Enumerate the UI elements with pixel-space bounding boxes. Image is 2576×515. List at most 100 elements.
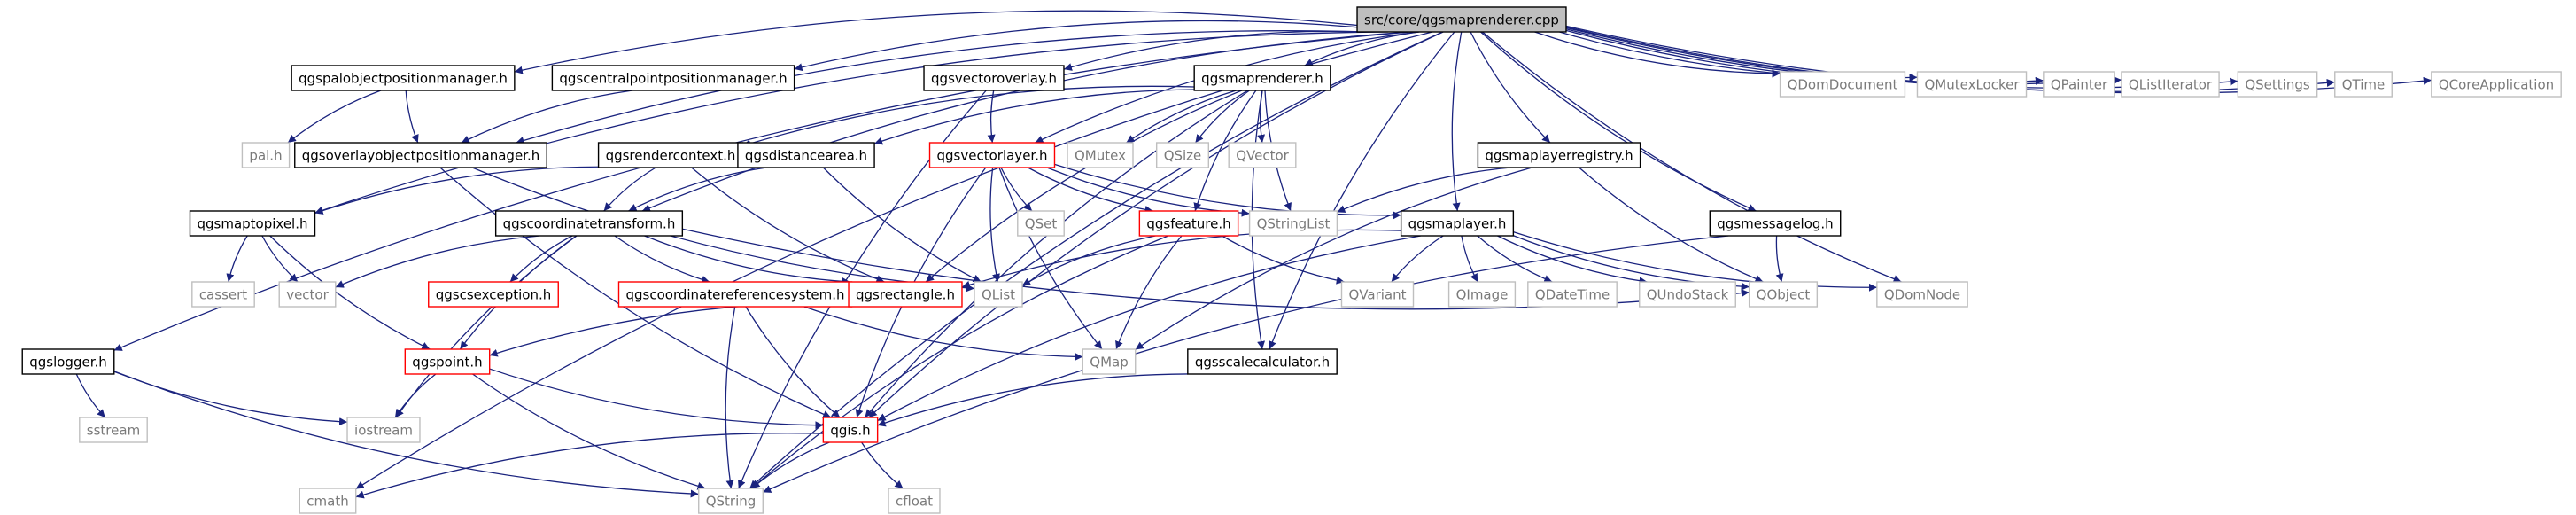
node-label: QImage [1456, 287, 1509, 303]
node-rectangle[interactable]: qgsrectangle.h [848, 281, 963, 308]
node-vectorlayer[interactable]: qgsvectorlayer.h [928, 142, 1056, 168]
edge-root-to-scalecalc [1269, 31, 1455, 350]
edge-coordtrans-to-iostream [395, 235, 578, 418]
node-label: QMutex [1075, 148, 1126, 164]
edge-coordrefsys-to-qgis [745, 306, 841, 418]
node-cmath: cmath [299, 488, 357, 514]
edge-rendercontext-to-coordtrans [603, 167, 656, 212]
edge-root-to-qdomnode [1482, 31, 1902, 283]
node-label: qgsrendercontext.h [606, 148, 736, 164]
edge-distancearea-to-qlist [822, 167, 982, 283]
node-logger[interactable]: qgslogger.h [21, 348, 115, 375]
node-label: qgsfeature.h [1146, 216, 1230, 232]
edge-maplayer-to-qdomnode [1513, 231, 1877, 292]
node-centralpt[interactable]: qgscentralpointpositionmanager.h [551, 65, 795, 91]
node-qstringlist: QStringList [1248, 210, 1338, 237]
node-maplayerreg[interactable]: qgsmaplayerregistry.h [1477, 142, 1641, 168]
node-label: cmath [306, 494, 348, 510]
edge-scalecalc-to-qgis [877, 373, 1188, 427]
node-label: QDomNode [1884, 287, 1960, 303]
node-csexception[interactable]: qgscsexception.h [428, 281, 559, 308]
edge-root-to-maplayer [1451, 31, 1463, 212]
edge-point-to-qgis [489, 368, 824, 430]
node-label: qgsmaptopixel.h [197, 216, 307, 232]
node-label: qgsmessagelog.h [1717, 216, 1833, 232]
edge-palobj-to-pal [287, 90, 382, 144]
node-palobj[interactable]: qgspalobjectpositionmanager.h [291, 65, 516, 91]
edge-root-to-qgis [868, 31, 1444, 418]
node-qmutexlocker: QMutexLocker [1916, 71, 2028, 98]
edge-qgis-to-cmath [355, 433, 824, 499]
node-qdomdocument: QDomDocument [1779, 71, 1906, 98]
node-vecoverlay[interactable]: qgsvectoroverlay.h [923, 65, 1065, 91]
edge-rendercontext-to-rectangle [691, 167, 885, 283]
node-coordtrans[interactable]: qgscoordinatetransform.h [494, 210, 684, 237]
node-cassert: cassert [191, 281, 255, 308]
node-label: QSet [1025, 216, 1058, 232]
edge-maprenderer-to-feature [1193, 90, 1257, 212]
node-label: vector [286, 287, 329, 303]
edge-centralpt-to-overlayobj [461, 90, 633, 144]
edge-maplayer-to-qgis [877, 235, 1421, 422]
node-label: QString [706, 494, 757, 510]
node-maptopixel[interactable]: qgsmaptopixel.h [189, 210, 316, 237]
node-maprenderer[interactable]: qgsmaprenderer.h [1193, 65, 1331, 91]
edge-vectorlayer-to-qlist [989, 167, 1000, 283]
edge-maplayerreg-to-qobject [1579, 167, 1764, 283]
node-label: qgscsexception.h [436, 287, 552, 303]
node-qset: QSet [1017, 210, 1065, 237]
edge-maprenderer-to-rectangle [925, 90, 1243, 283]
node-point[interactable]: qgspoint.h [404, 348, 491, 375]
node-qsettings: QSettings [2237, 71, 2318, 98]
node-label: qgsmaplayerregistry.h [1485, 148, 1633, 164]
node-label: cassert [199, 287, 247, 303]
node-scalecalc[interactable]: qgsscalecalculator.h [1187, 348, 1338, 375]
edge-vectorlayer-to-feature [1028, 167, 1153, 214]
node-messagelog[interactable]: qgsmessagelog.h [1709, 210, 1842, 237]
edge-maplayer-to-qvariant [1391, 235, 1444, 283]
node-root[interactable]: src/core/qgsmaprenderer.cpp [1356, 6, 1567, 33]
edge-rectangle-to-point [489, 301, 850, 357]
node-label: qgsdistancearea.h [745, 148, 867, 164]
node-label: QObject [1757, 287, 1811, 303]
node-label: QVector [1236, 148, 1289, 164]
node-label: qgsoverlayobjectpositionmanager.h [302, 148, 540, 164]
edge-feature-to-qmap [1115, 235, 1183, 350]
node-feature[interactable]: qgsfeature.h [1138, 210, 1239, 237]
edge-coordtrans-to-coordrefsys [614, 235, 710, 284]
node-label: cfloat [896, 494, 933, 510]
edge-feature-to-qvariant [1221, 235, 1345, 285]
node-label: sstream [87, 423, 140, 439]
node-qlistiterator: QListIterator [2121, 71, 2220, 98]
node-qstring: QString [698, 488, 764, 514]
edge-maplayerreg-to-qstringlist [1337, 167, 1511, 213]
edge-logger-to-sstream [75, 373, 106, 418]
node-qgis[interactable]: qgis.h [822, 417, 879, 443]
node-label: QPainter [2051, 77, 2108, 93]
edge-coordtrans-to-rectangle [644, 235, 850, 285]
edge-qgis-to-cfloat [861, 441, 904, 489]
node-label: qgslogger.h [29, 355, 107, 371]
node-coordrefsys[interactable]: qgscoordinatereferencesystem.h [617, 281, 853, 308]
node-rendercontext[interactable]: qgsrendercontext.h [597, 142, 744, 168]
node-label: qgsvectoroverlay.h [931, 71, 1057, 87]
node-maplayer[interactable]: qgsmaplayer.h [1400, 210, 1515, 237]
node-vector: vector [278, 281, 337, 308]
edge-coordrefsys-to-qstring [725, 306, 736, 489]
node-qdatetime: QDateTime [1527, 281, 1618, 308]
edge-logger-to-qstring [113, 371, 699, 498]
node-label: QSize [1164, 148, 1202, 164]
node-label: QMap [1090, 355, 1128, 371]
node-overlayobj[interactable]: qgsoverlayobjectpositionmanager.h [294, 142, 547, 168]
node-iostream: iostream [346, 417, 421, 443]
node-label: QDomDocument [1788, 77, 1898, 93]
node-qlist: QList [974, 281, 1023, 308]
node-qpainter: QPainter [2043, 71, 2115, 98]
node-qundostack: QUndoStack [1639, 281, 1736, 308]
edge-maptopixel-to-point [269, 235, 431, 350]
node-distancearea[interactable]: qgsdistancearea.h [737, 142, 875, 168]
edge-maprenderer-to-qmutex [1126, 90, 1237, 144]
node-cfloat: cfloat [888, 488, 941, 514]
node-qvector: QVector [1228, 142, 1297, 168]
edge-distancearea-to-coordtrans [628, 167, 767, 212]
